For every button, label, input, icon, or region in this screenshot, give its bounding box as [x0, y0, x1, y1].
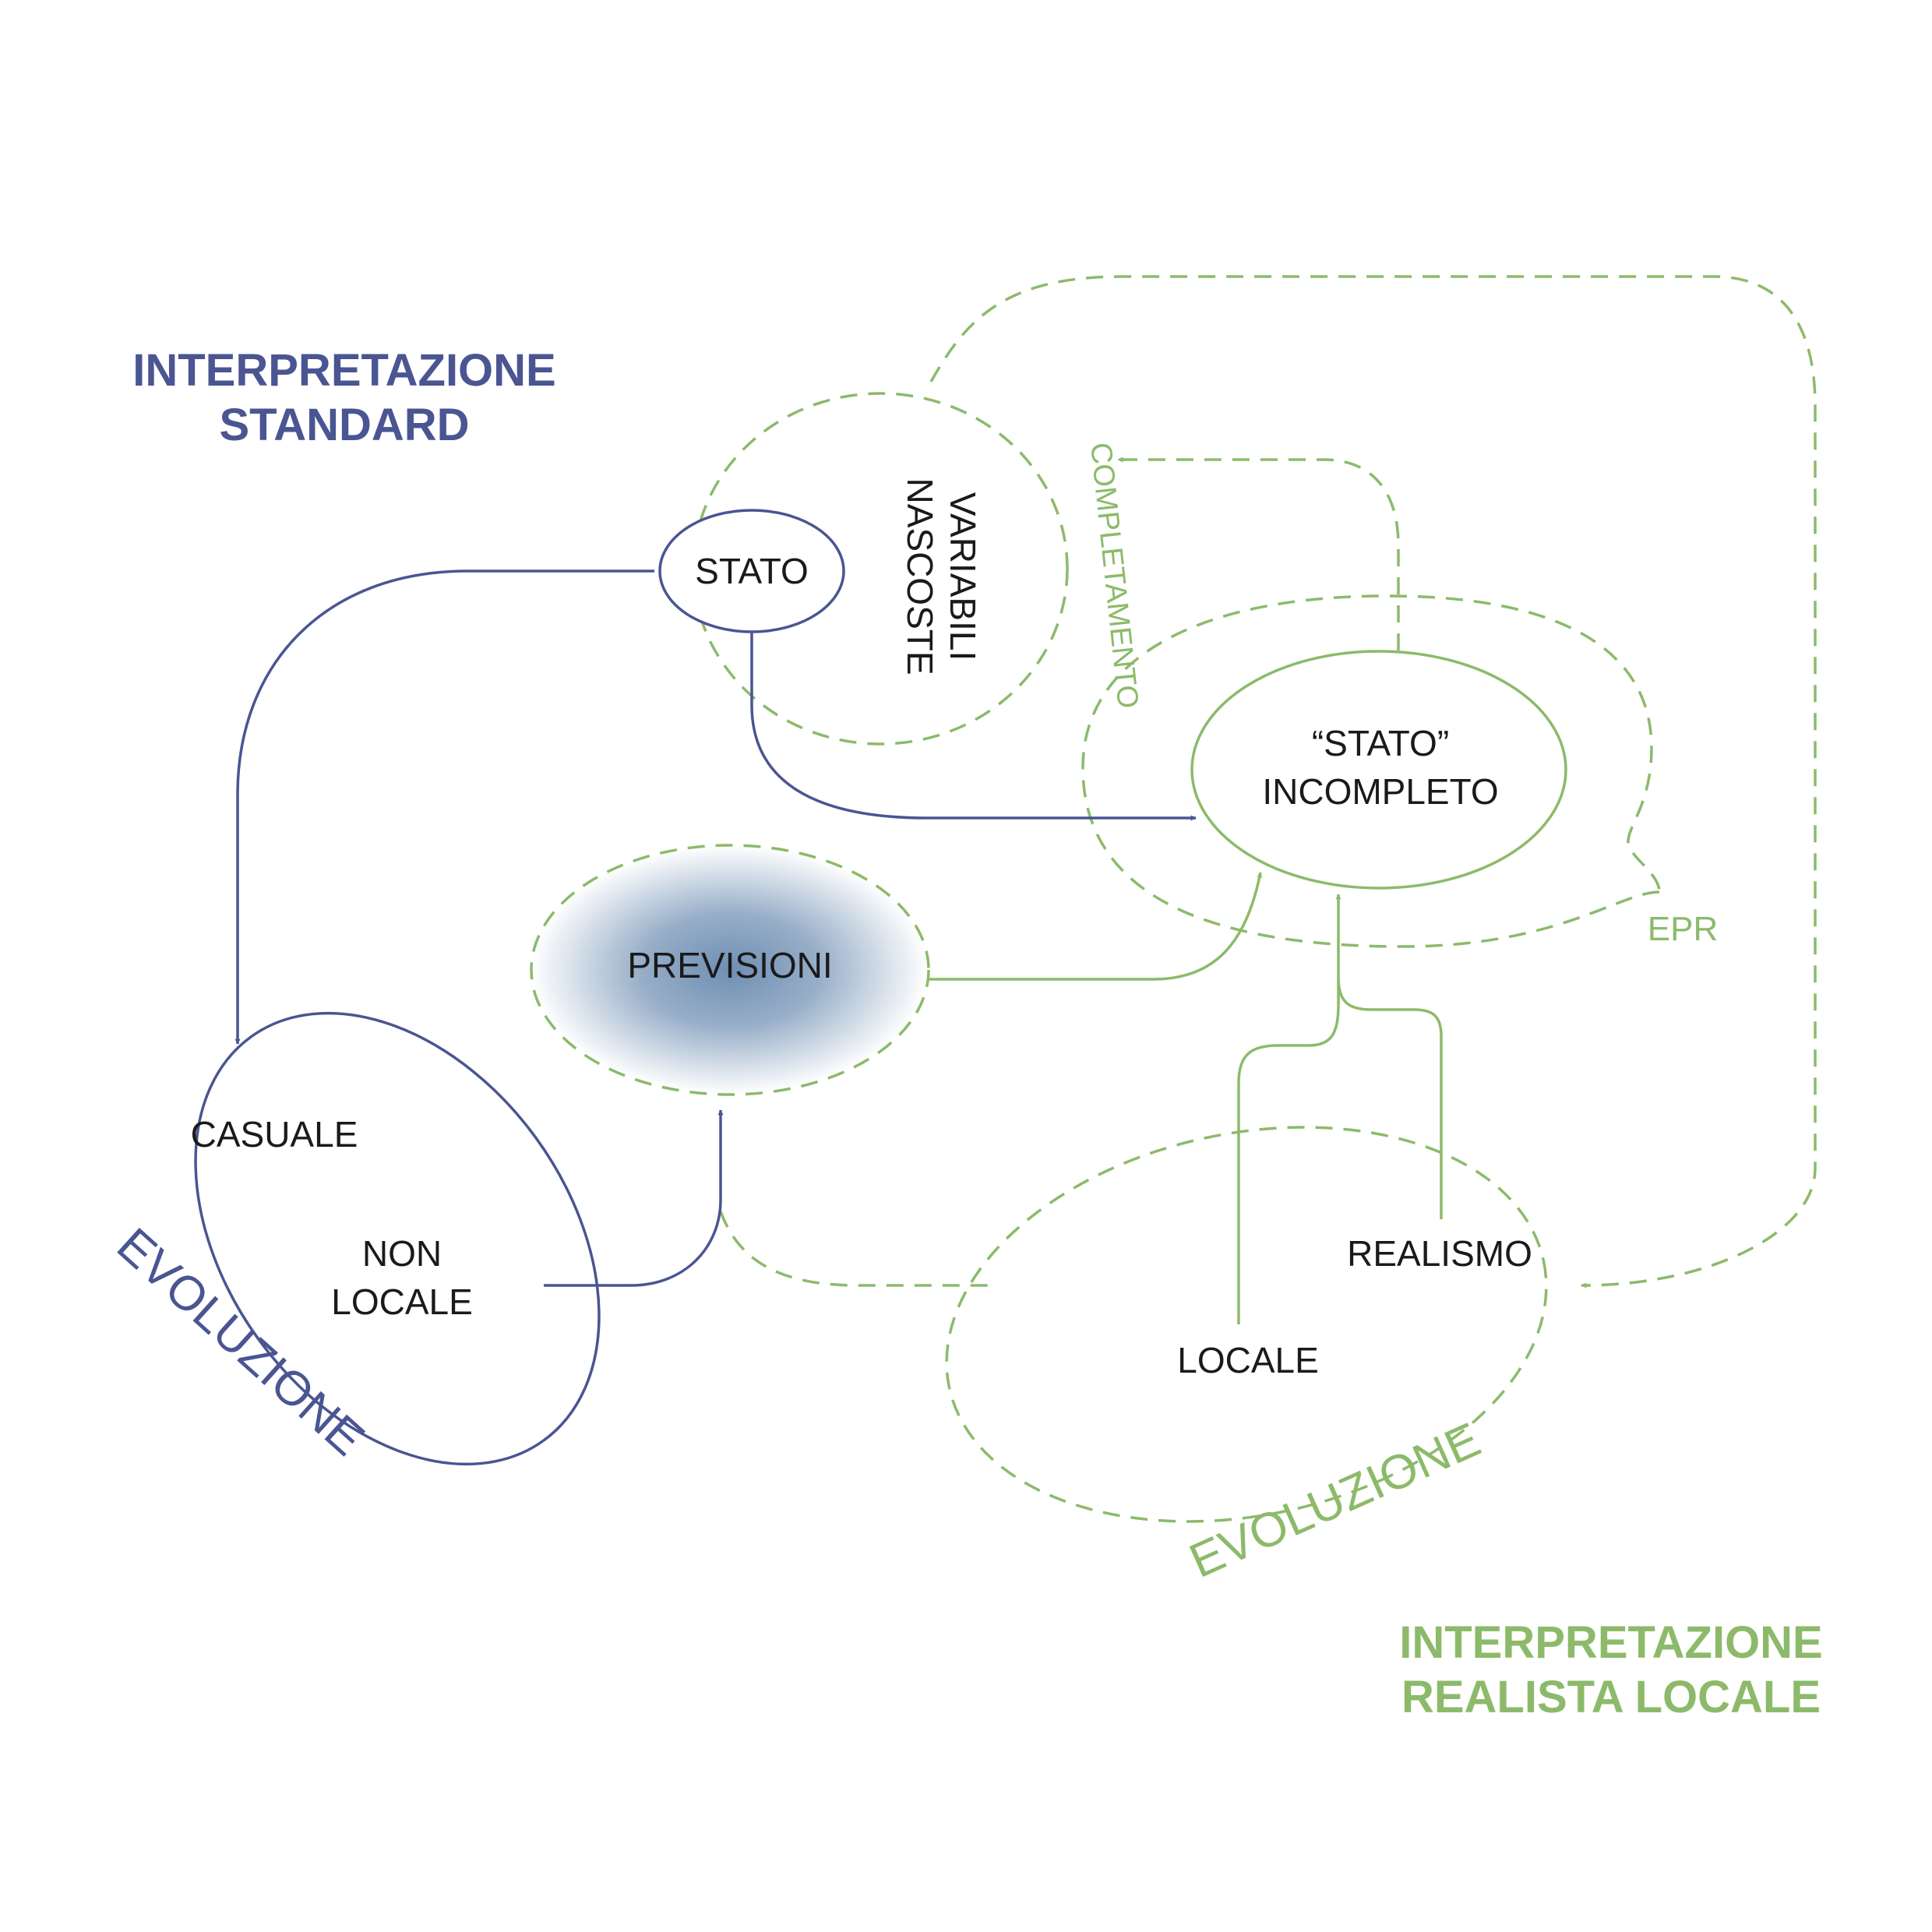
previsioni-ellipse — [530, 844, 930, 1096]
title-standard-line2: STANDARD — [219, 400, 469, 450]
evoluzione-standard-label: EVOLUZIONE — [107, 1218, 374, 1466]
stato-to-incompleto-arrow — [750, 633, 1197, 821]
casuale-label: CASUALE — [191, 1114, 358, 1155]
stato-incompleto-ellipse — [1190, 650, 1567, 890]
locale-to-incompleto-arrow — [1237, 894, 1341, 1324]
previsioni-label: PREVISIONI — [627, 945, 832, 985]
completamento-label: COMPLETAMENTO — [1084, 441, 1144, 710]
evoluzione-standard-ellipse — [194, 1011, 601, 1466]
title-standard-line1: INTERPRETAZIONE — [132, 345, 556, 396]
outer-dashed-loop — [929, 275, 1817, 1289]
evoluzione-realist-label: EVOLUZIONE — [1182, 1412, 1488, 1588]
evoluzione-to-previsioni-arrow — [544, 1109, 724, 1287]
completamento-arrow — [1117, 457, 1400, 650]
stato-to-evoluzione-arrow — [234, 569, 654, 1045]
realismo-to-incompleto-arrow — [1337, 977, 1443, 1219]
title-realist-line2: REALISTA LOCALE — [1401, 1672, 1821, 1722]
realismo-label: REALISMO — [1347, 1233, 1532, 1274]
epr-label: EPR — [1648, 910, 1718, 948]
non-locale-line2: LOCALE — [331, 1282, 473, 1322]
evoluzione-realist-ellipse — [945, 1126, 1548, 1523]
previsioni-to-incompleto-arrow — [929, 872, 1263, 981]
stato-label: STATO — [695, 551, 809, 591]
epr-dashed-region — [1081, 594, 1661, 948]
non-locale-line1: NON — [362, 1233, 442, 1274]
stato-incompleto-line2: INCOMPLETO — [1262, 771, 1498, 812]
stato-incompleto-line1: “STATO” — [1312, 723, 1449, 763]
variabili-label-line2: NASCOSTE — [900, 478, 940, 675]
stato-ellipse — [658, 509, 845, 633]
locale-label: LOCALE — [1177, 1340, 1319, 1380]
title-realist-line1: INTERPRETAZIONE — [1399, 1617, 1823, 1668]
variabili-label-line1: VARIABILI — [943, 492, 983, 661]
evoluzione-to-previsioni-dashed — [719, 1211, 989, 1287]
